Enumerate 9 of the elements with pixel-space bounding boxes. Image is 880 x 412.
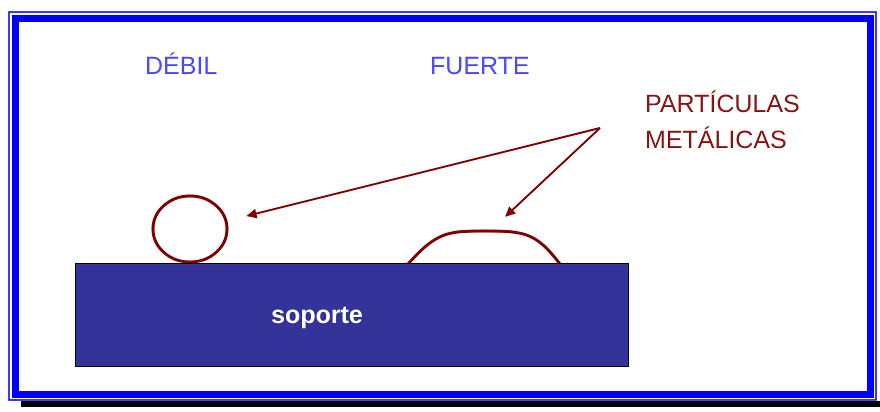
flattened-particle: [406, 228, 562, 264]
strength-label: DÉBIL: [145, 52, 218, 81]
support-label: soporte: [271, 300, 363, 330]
strength-label: FUERTE: [430, 52, 530, 81]
support-block: [75, 263, 629, 367]
leader-arrow: [246, 127, 600, 218]
leader-arrow: [505, 127, 601, 217]
callout-label: PARTÍCULAS METÁLICAS: [645, 89, 801, 156]
round-particle: [151, 194, 229, 264]
